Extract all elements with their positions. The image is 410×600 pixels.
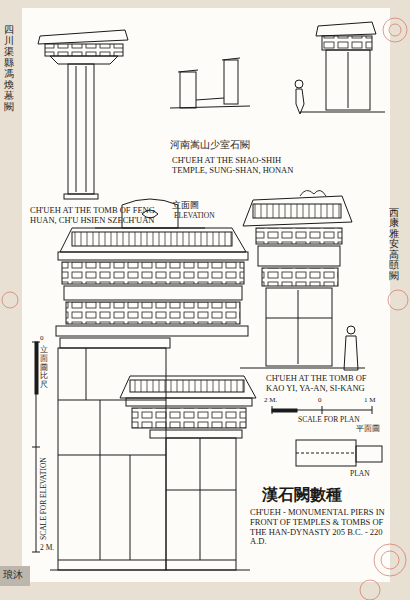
english-label: CH'UEH AT THE SHAO-SHIH TEMPLE, SUNG-SHA…	[172, 156, 294, 176]
chinese-label: 立面圖比尺	[40, 346, 48, 390]
scale-label: SCALE FOR ELEVATION	[40, 457, 49, 540]
watermark: 琅沐	[3, 569, 23, 581]
english-label: CH'UEH AT THE TOMB OF KAO YI, YA-AN, SI-…	[266, 374, 386, 394]
scale-number: 0	[40, 334, 44, 342]
english-label: ELEVATION	[174, 212, 215, 221]
title: 漢石闕數種	[262, 486, 342, 504]
watermark-ground	[0, 566, 30, 586]
plan-scale	[272, 406, 372, 414]
chinese-label: 四川渠縣馮煥墓闕	[4, 24, 14, 112]
feng-huan-pier	[38, 30, 128, 199]
english-label: CH'UEH AT THE TOMB OF FENG HUAN, CH'U HS…	[30, 206, 160, 226]
caption: CH'UEH - MONUMENTAL PIERS IN FRONT OF TE…	[250, 508, 386, 547]
elevation-drawing	[50, 199, 256, 570]
chinese-label: 立面圖	[172, 200, 199, 210]
scale-number: 2 M.	[264, 396, 277, 404]
scale-number: 1 M	[364, 396, 375, 404]
english-label: PLAN	[350, 470, 370, 479]
kao-yi-pier	[240, 190, 365, 370]
scale-label: SCALE FOR PLAN	[298, 416, 360, 425]
plan-drawing	[296, 440, 382, 466]
paper	[22, 8, 390, 582]
elevation-scale	[32, 342, 40, 552]
chinese-label: 平面圖	[356, 424, 380, 433]
shao-shih-ruins	[170, 58, 250, 108]
chinese-label: 河南嵩山少室石闕	[170, 140, 250, 151]
scale-number: 0	[318, 396, 322, 404]
scale-number: 2 M.	[40, 544, 54, 553]
flower-decor	[2, 18, 408, 600]
ruined-pier	[295, 22, 385, 114]
chinese-label: 西康雅安高頤闕	[389, 208, 399, 281]
